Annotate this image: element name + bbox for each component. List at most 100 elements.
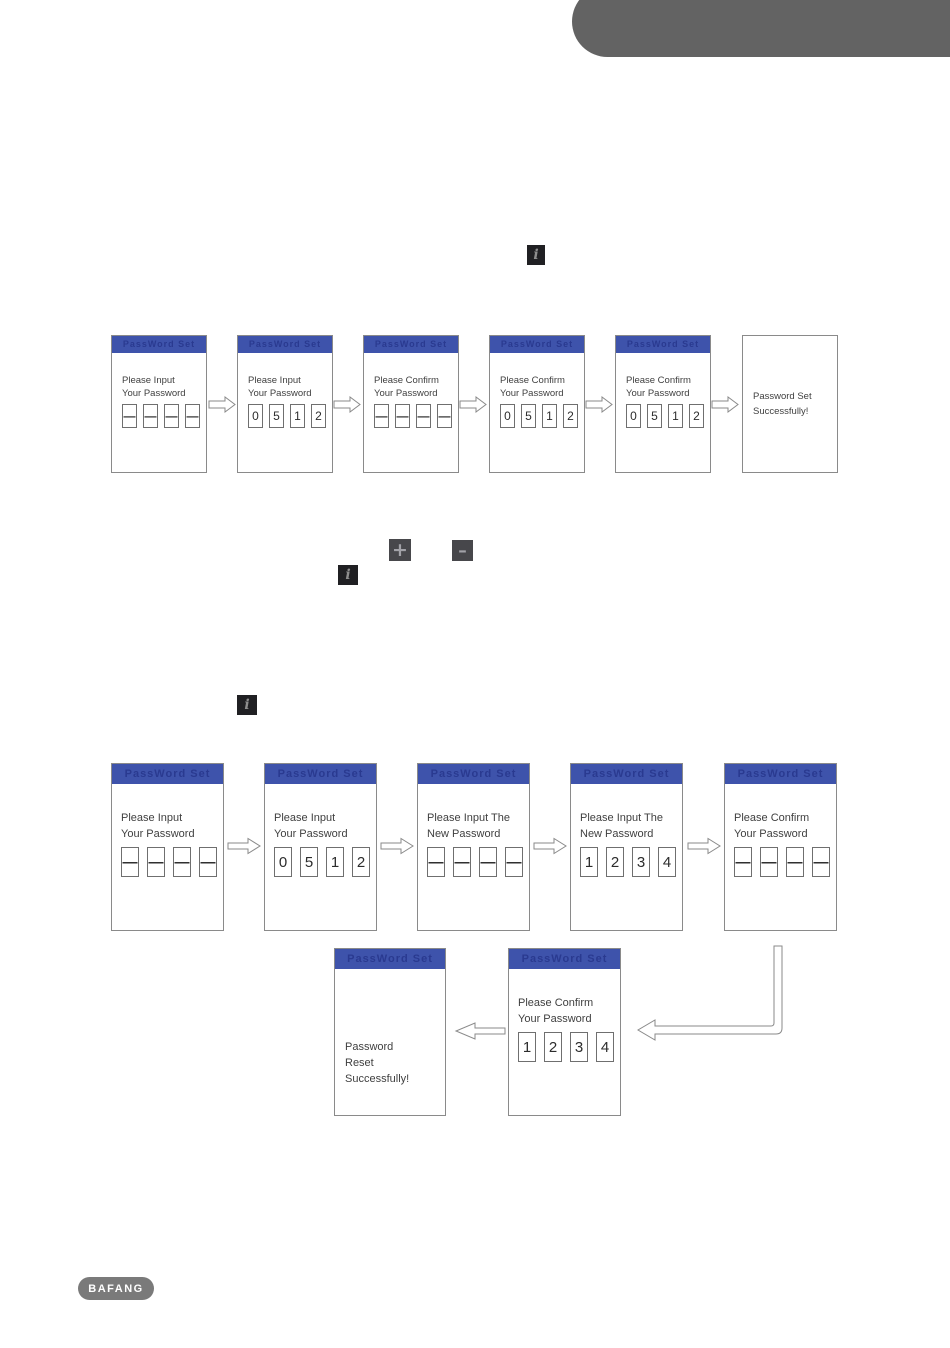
password-boxes: — — — —	[122, 404, 206, 428]
screen-header: PassWord Set	[571, 764, 682, 784]
info-icon-glyph: i	[345, 567, 351, 583]
screen-text-line: New Password	[427, 828, 501, 840]
password-digit-box: —	[786, 847, 804, 877]
minus-icon: –	[452, 540, 473, 561]
password-success-screen: PassWord Set Password Reset Successfully…	[334, 948, 446, 1116]
password-set-screen: PassWord Set Please Input Your Password …	[111, 335, 207, 473]
screen-text-line: Please Confirm	[626, 375, 691, 386]
password-boxes: — — — —	[734, 847, 836, 877]
password-digit-box: 1	[668, 404, 683, 428]
password-digit-box: —	[812, 847, 830, 877]
info-icon: i	[237, 695, 257, 715]
screen-text-line: Successfully!	[345, 1073, 410, 1085]
password-boxes: 0 5 1 2	[274, 847, 376, 877]
plus-icon-glyph: +	[392, 539, 408, 561]
arrow-right	[687, 837, 721, 855]
password-boxes: 0 5 1 2	[500, 404, 584, 428]
password-digit-box: 2	[689, 404, 704, 428]
screen-header: PassWord Set	[418, 764, 529, 784]
password-digit-box: —	[479, 847, 497, 877]
info-icon-glyph: i	[244, 697, 250, 713]
password-digit-box: 3	[632, 847, 650, 877]
password-digit-box: —	[427, 847, 445, 877]
arrow-right	[227, 837, 261, 855]
password-digit-box: 0	[500, 404, 515, 428]
arrow-right	[711, 396, 739, 413]
screen-text-line: Your Password	[626, 388, 690, 399]
password-digit-box: —	[185, 404, 200, 428]
password-digit-box: 5	[521, 404, 536, 428]
password-digit-box: 4	[596, 1032, 614, 1062]
arrow-right	[533, 837, 567, 855]
password-digit-box: 5	[269, 404, 284, 428]
screen-text-line: New Password	[580, 828, 654, 840]
arrow-right	[208, 396, 236, 413]
screen-header: PassWord Set	[490, 336, 584, 353]
password-digit-box: 4	[658, 847, 676, 877]
password-digit-box: 1	[518, 1032, 536, 1062]
password-digit-box: —	[760, 847, 778, 877]
screen-header: PassWord Set	[616, 336, 710, 353]
screen-text-line: Please Confirm	[518, 997, 594, 1009]
screen-text-line: Please Confirm	[734, 812, 810, 824]
screen-text-line: Your Password	[274, 828, 348, 840]
screen-header: PassWord Set	[112, 336, 206, 353]
screen-text-line: Reset	[345, 1057, 374, 1069]
minus-icon-glyph: –	[458, 540, 467, 561]
bafang-logo: BAFANG	[78, 1277, 154, 1300]
screen-header: PassWord Set	[112, 764, 223, 784]
password-digit-box: 2	[352, 847, 370, 877]
screen-header: PassWord Set	[725, 764, 836, 784]
password-boxes: 0 5 1 2	[248, 404, 332, 428]
password-set-screen: PassWord Set Please Input Your Password …	[264, 763, 377, 931]
password-set-screen: PassWord Set Please Confirm Your Passwor…	[489, 335, 585, 473]
password-digit-box: —	[173, 847, 191, 877]
screen-text-line: Please Input	[122, 375, 175, 386]
info-icon: i	[338, 565, 358, 585]
plus-icon: +	[389, 539, 411, 561]
password-digit-box: 3	[570, 1032, 588, 1062]
arrow-right	[380, 837, 414, 855]
screen-header: PassWord Set	[364, 336, 458, 353]
password-digit-box: —	[121, 847, 139, 877]
screen-text-line: Your Password	[734, 828, 808, 840]
password-boxes: 1 2 3 4	[518, 1032, 620, 1062]
bafang-logo-text: BAFANG	[88, 1282, 144, 1295]
screen-text-line: Your Password	[248, 388, 312, 399]
arrow-elbow-down-left	[637, 945, 783, 1041]
screen-text-line: Your Password	[500, 388, 564, 399]
password-success-screen: Password Set Successfully!	[742, 335, 838, 473]
password-boxes: — — — —	[427, 847, 529, 877]
screen-text-line: Please Input	[274, 812, 336, 824]
password-digit-box: 0	[248, 404, 263, 428]
password-digit-box: 2	[563, 404, 578, 428]
arrow-right	[333, 396, 361, 413]
password-boxes: 1 2 3 4	[580, 847, 682, 877]
password-digit-box: 5	[647, 404, 662, 428]
arrow-right	[585, 396, 613, 413]
password-boxes: — — — —	[121, 847, 223, 877]
password-digit-box: 5	[300, 847, 318, 877]
password-set-screen: PassWord Set Please Input Your Password …	[111, 763, 224, 931]
screen-text-line: Please Input	[121, 812, 183, 824]
info-icon-glyph: i	[533, 247, 539, 263]
password-boxes: — — — —	[374, 404, 458, 428]
screen-text-line: Your Password	[518, 1013, 592, 1025]
password-digit-box: 2	[544, 1032, 562, 1062]
password-digit-box: 1	[542, 404, 557, 428]
arrow-right	[459, 396, 487, 413]
screen-text-line: Please Input The	[580, 812, 663, 824]
password-digit-box: 0	[274, 847, 292, 877]
screen-text-line: Please Input	[248, 375, 301, 386]
screen-text-line: Your Password	[121, 828, 195, 840]
password-digit-box: 2	[311, 404, 326, 428]
info-icon: i	[527, 245, 545, 265]
password-boxes: 0 5 1 2	[626, 404, 710, 428]
screen-text-line: Your Password	[374, 388, 438, 399]
password-digit-box: —	[437, 404, 452, 428]
password-digit-box: —	[199, 847, 217, 877]
screen-text-line: Please Confirm	[500, 375, 565, 386]
screen-text-line: Password	[345, 1041, 394, 1053]
password-digit-box: —	[164, 404, 179, 428]
password-digit-box: 0	[626, 404, 641, 428]
